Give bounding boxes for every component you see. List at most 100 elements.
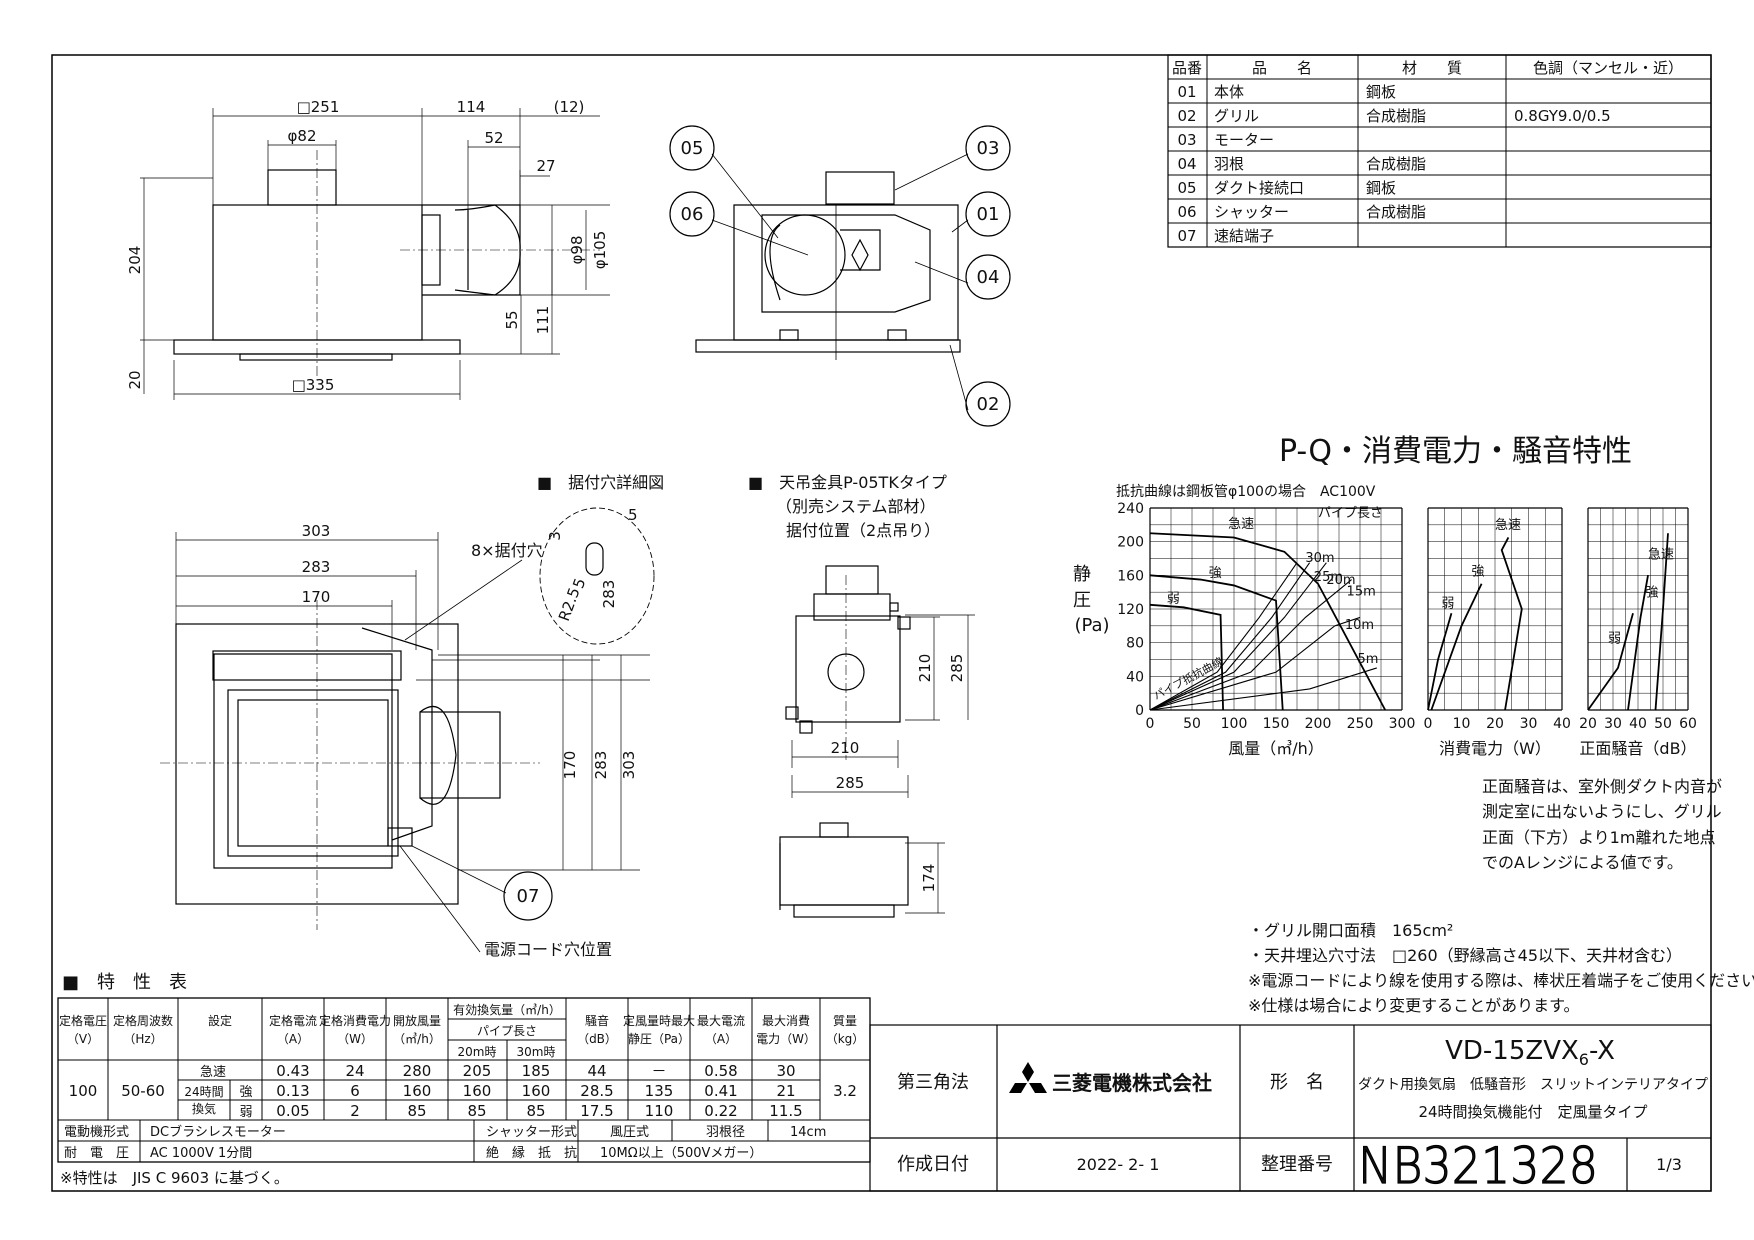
spec-title: ■ 特 性 表 xyxy=(62,972,187,993)
spec-header-cell: 騒音 xyxy=(585,1013,609,1028)
spec-cell-max_power: 21 xyxy=(776,1082,795,1100)
spec-header-cell: （㎥/h） xyxy=(393,1032,441,1046)
parts-no: 03 xyxy=(1177,131,1196,149)
model-desc-1: ダクト用換気扇 低騒音形 スリットインテリアタイプ xyxy=(1358,1076,1708,1093)
mount-hole-detail: ■ 据付穴詳細図 3 5 5 R2.5 283 8×据付穴 xyxy=(404,473,664,645)
dim-phi82: φ82 xyxy=(288,127,317,145)
callout-circle xyxy=(669,191,715,237)
spec-header-cell: 設定 xyxy=(208,1013,232,1028)
spec-cell-noise: 44 xyxy=(587,1062,606,1080)
series-label: 弱 xyxy=(1608,632,1621,647)
spec-mass: 3.2 xyxy=(833,1082,857,1100)
series-label: 20m xyxy=(1326,573,1355,588)
parts-name: 速結端子 xyxy=(1214,227,1274,245)
series-label: 15m xyxy=(1347,585,1376,600)
spec-cell-max_power: 30 xyxy=(776,1062,795,1080)
spec-cell-max_current: 0.41 xyxy=(704,1082,737,1100)
projection-label: 第三角法 xyxy=(897,1072,969,1093)
spec-header-cell: （Hz） xyxy=(123,1032,162,1046)
spec-cell-current: 0.05 xyxy=(276,1102,309,1120)
ylabel-char-3: (Pa) xyxy=(1074,615,1109,636)
motor-value: DCブラシレスモーター xyxy=(150,1124,286,1140)
spec-header-cell: 定格消費電力 xyxy=(319,1013,391,1028)
cord-hole-label: 電源コード穴位置 xyxy=(484,940,612,959)
dim-phi105: φ105 xyxy=(591,231,609,270)
spec-cell-q30: 85 xyxy=(526,1102,545,1120)
spec-cell-power: 24 xyxy=(345,1062,364,1080)
spec-header-cell: （V） xyxy=(67,1032,99,1046)
series-line-10m xyxy=(1149,616,1361,711)
spec-header-cell: （A） xyxy=(705,1032,737,1046)
parts-name: 本体 xyxy=(1214,83,1244,101)
spec-mode24-label: 24時間 xyxy=(184,1085,223,1099)
spec-cell-static: 135 xyxy=(645,1082,674,1100)
dim-20: 20 xyxy=(126,370,144,389)
series-line-急速 xyxy=(1149,532,1386,711)
y-tick-label: 160 xyxy=(1117,568,1144,584)
spec-header-cell: （kg） xyxy=(826,1032,865,1046)
plan-dim-170h: 170 xyxy=(302,588,331,606)
spec-voltage: 100 xyxy=(69,1082,98,1100)
model-desc-2: 24時間換気機能付 定風量タイプ xyxy=(1418,1103,1647,1121)
spec-cell-open: 280 xyxy=(403,1062,432,1080)
y-tick-label: 120 xyxy=(1117,602,1144,618)
spec-cell-q30: 185 xyxy=(522,1062,551,1080)
spec-cell-current: 0.43 xyxy=(276,1062,309,1080)
mitsubishi-logo xyxy=(1009,1062,1047,1093)
series-label: 30m xyxy=(1305,551,1334,566)
parts-no: 02 xyxy=(1177,107,1196,125)
series-label: 5m xyxy=(1357,652,1378,667)
callout-number: 01 xyxy=(977,204,1000,225)
x-tick-label: 40 xyxy=(1629,716,1647,732)
noise-note: 正面騒音は、室外側ダクト内音が 測定室に出ないようにし、グリル 正面（下方）より… xyxy=(1482,777,1722,872)
section-view xyxy=(695,171,961,360)
x-axis-label: 正面騒音（dB） xyxy=(1579,739,1696,758)
spec-cell-q20: 85 xyxy=(467,1102,486,1120)
series-label: 10m xyxy=(1345,618,1374,633)
insulation-label: 絶 縁 抵 抗 xyxy=(486,1145,577,1161)
callout-number: 05 xyxy=(681,138,704,159)
y-tick-label: 200 xyxy=(1117,535,1144,551)
parts-material: 合成樹脂 xyxy=(1366,155,1426,173)
x-tick-label: 50 xyxy=(1654,716,1672,732)
spec-cell-max_current: 0.22 xyxy=(704,1102,737,1120)
spec-header-cell: 最大消費 xyxy=(762,1013,810,1028)
hanger-dim-285v: 285 xyxy=(948,654,966,683)
series-line-急速 xyxy=(1500,537,1523,711)
detail-dim-5a: 5 xyxy=(628,506,638,524)
spec-footnote: ※特性は JIS C 9603 に基づく。 xyxy=(60,1169,289,1187)
dim-55: 55 xyxy=(503,310,521,329)
hanger-title: ■ 天吊金具P-05TKタイプ xyxy=(748,473,947,492)
general-notes: ・グリル開口面積 165cm² ・天井埋込穴寸法 □260（野縁高さ45以下、天… xyxy=(1248,921,1754,1015)
hanger-sub1: （別売システム部材） xyxy=(776,497,936,516)
note-2: ・天井埋込穴寸法 □260（野縁高さ45以下、天井材含む） xyxy=(1248,946,1682,965)
company-name: 三菱電機株式会社 xyxy=(1052,1071,1212,1095)
x-tick-label: 300 xyxy=(1389,716,1416,732)
spec-cell-open: 160 xyxy=(403,1082,432,1100)
dim-27: 27 xyxy=(536,157,555,175)
pipe-col-30m: 30m時 xyxy=(517,1045,556,1059)
series-label: 急速 xyxy=(1495,518,1521,533)
drawing-number: NB321328 xyxy=(1358,1137,1598,1195)
x-tick-label: 60 xyxy=(1679,716,1697,732)
date-label: 作成日付 xyxy=(897,1154,969,1175)
spec-cell-q20: 160 xyxy=(463,1082,492,1100)
series-label: 強 xyxy=(1209,566,1222,581)
front-elevation-view xyxy=(140,108,610,400)
noise-note-line-1: 正面騒音は、室外側ダクト内音が xyxy=(1482,777,1722,796)
plan-dim-170v: 170 xyxy=(561,751,579,780)
insulation-value: 10MΩ以上（500Vメガー） xyxy=(600,1146,762,1161)
series-line-強 xyxy=(1430,583,1483,711)
dim-111: 111 xyxy=(534,306,552,335)
spec-header-cell: 最大電流 xyxy=(697,1014,745,1028)
series-label: 急速 xyxy=(1648,548,1674,563)
spec-header-cell: （W） xyxy=(337,1032,373,1046)
x-tick-label: 10 xyxy=(1453,716,1471,732)
series-line-急速 xyxy=(1654,533,1669,711)
spec-mode: 急速 xyxy=(200,1065,226,1080)
callout-circle xyxy=(965,254,1011,300)
series-label: 弱 xyxy=(1167,591,1180,606)
